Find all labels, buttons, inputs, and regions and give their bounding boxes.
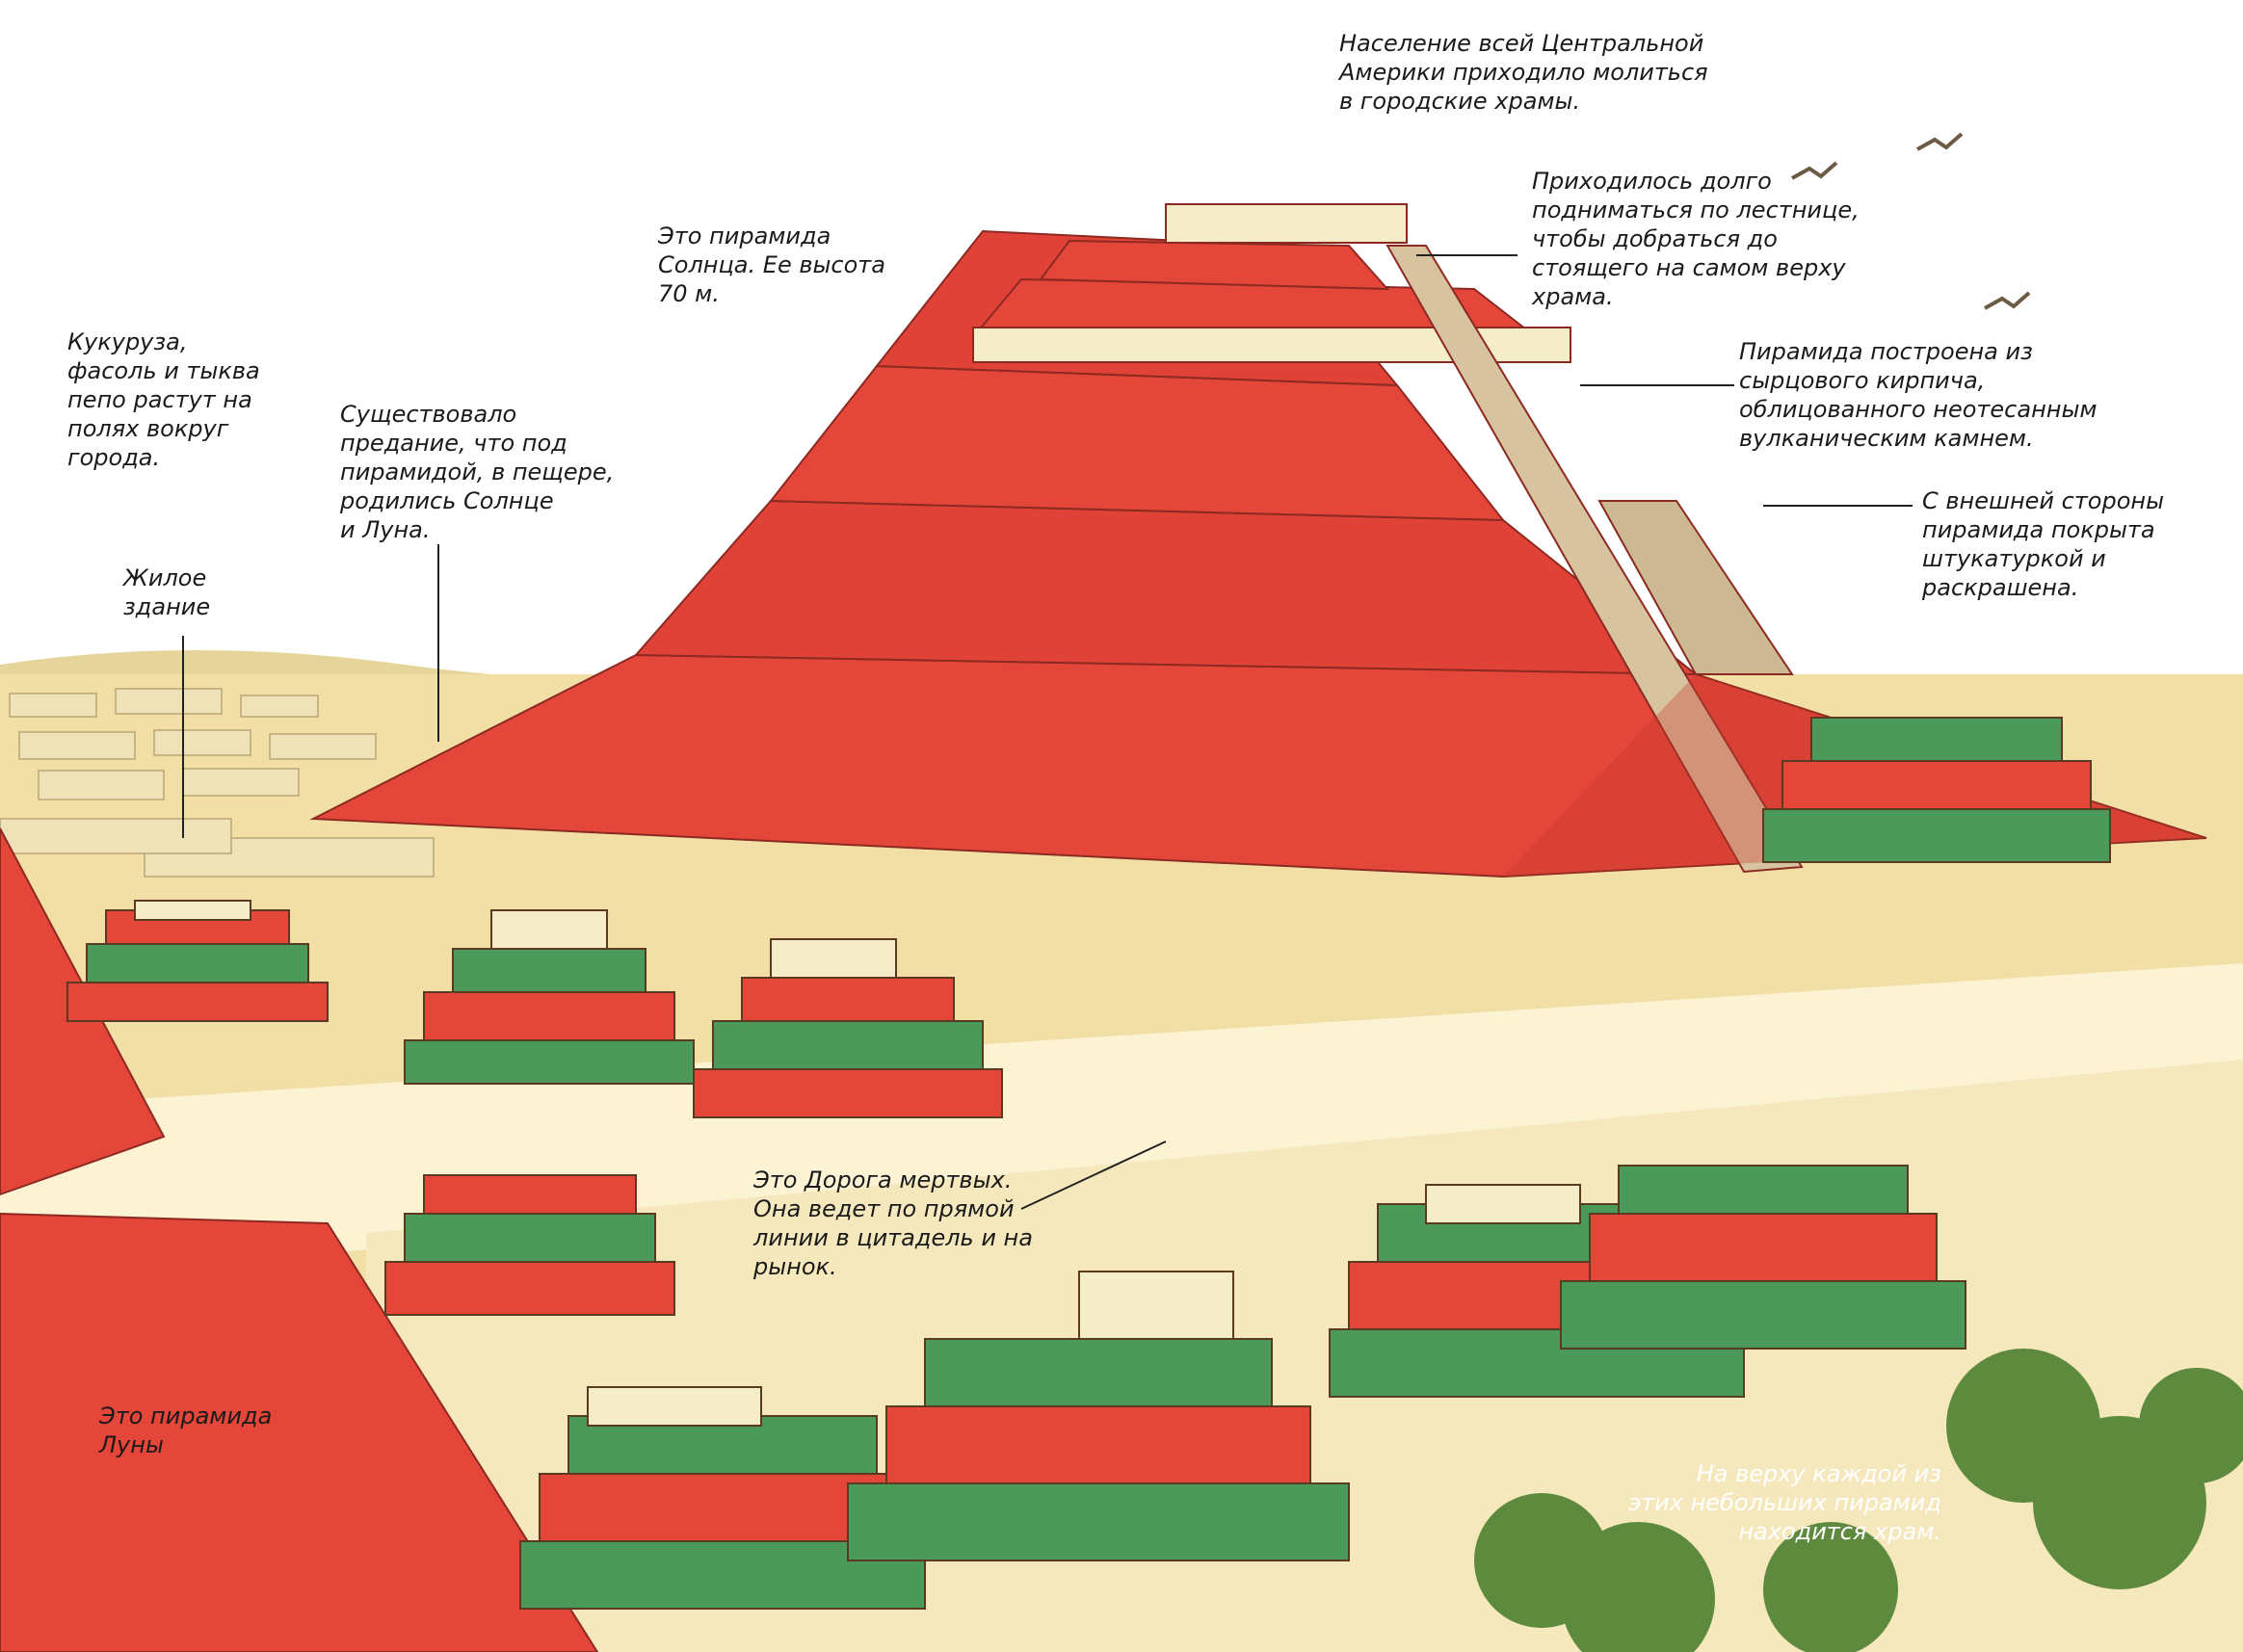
- label-dwelling: Жилое здание: [123, 564, 211, 620]
- label-stucco: С внешней стороны пирамида покрыта штука…: [1922, 487, 2165, 601]
- sun-pyramid: [309, 203, 2207, 878]
- label-crops: Кукуруза, фасоль и тыква пепо растут на …: [67, 328, 260, 471]
- distant-houses: [0, 688, 435, 878]
- trees: [1474, 1349, 2243, 1652]
- label-population: Население всей Центральной Америки прихо…: [1339, 30, 1708, 115]
- temple-pyramid-5: [384, 1174, 675, 1316]
- leader-lines: [182, 254, 1913, 1210]
- temple-pyramid-7: [847, 1271, 1350, 1561]
- label-stairs: Приходилось долго подниматься по лестниц…: [1532, 168, 1860, 310]
- label-moon-pyramid: Это пирамида Луны: [99, 1403, 273, 1458]
- birds: [1791, 132, 2031, 310]
- label-temples: На верху каждой из этих небольших пирами…: [1628, 1460, 1941, 1545]
- temple-pyramid-1: [66, 900, 329, 1022]
- label-brick: Пирамида построена из сырцового кирпича,…: [1739, 338, 2098, 452]
- label-sun-pyramid: Это пирамида Солнца. Ее высота 70 м.: [658, 223, 885, 307]
- temple-pyramid-9: [1560, 1165, 1966, 1350]
- temple-pyramid-6: [519, 1386, 926, 1610]
- temple-pyramid-3: [693, 938, 1003, 1118]
- label-legend: Существовало предание, что под пирамидой…: [340, 401, 615, 543]
- label-road: Это Дорога мертвых. Она ведет по прямой …: [753, 1167, 1033, 1280]
- temple-pyramid-2: [404, 909, 695, 1085]
- temple-pyramid-4: [1762, 717, 2111, 863]
- small-pyramids: [66, 717, 2111, 1610]
